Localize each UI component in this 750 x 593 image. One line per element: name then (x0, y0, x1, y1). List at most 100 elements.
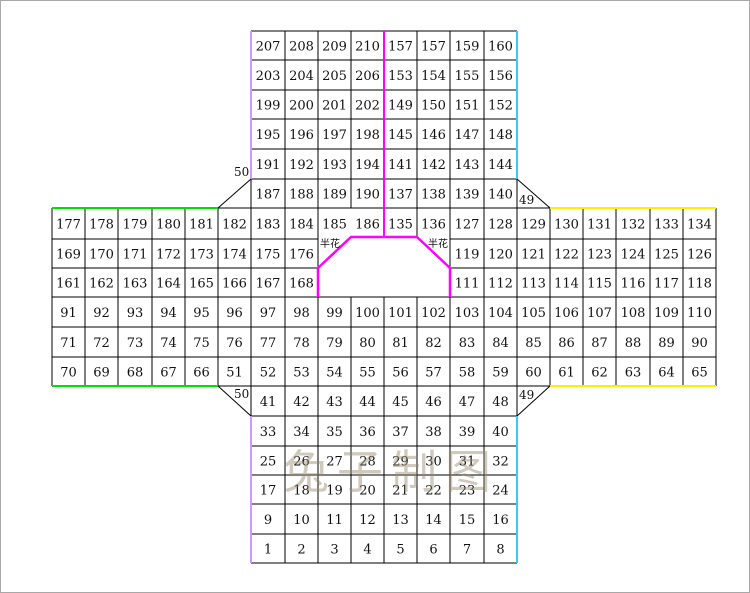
cell-number: 126 (687, 248, 712, 263)
cell-number: 154 (421, 69, 446, 84)
cell-number: 104 (488, 306, 513, 321)
cell-number: 85 (525, 336, 542, 351)
cell-number: 21 (392, 484, 409, 499)
cell-number: 151 (455, 99, 480, 114)
cell-number: 170 (89, 248, 114, 263)
cell-number: 209 (322, 40, 347, 55)
cell-number: 198 (355, 128, 380, 143)
cell-number: 24 (492, 484, 509, 499)
colored-edges (52, 31, 716, 563)
cell-number: 136 (421, 218, 446, 233)
cell-number: 156 (488, 69, 513, 84)
cell-number: 161 (56, 277, 81, 292)
cell-number: 29 (392, 455, 409, 470)
cell-number: 8 (496, 543, 504, 558)
cell-number: 99 (326, 306, 343, 321)
cell-number: 127 (455, 218, 480, 233)
corner-label-bottom-right: 49 (519, 388, 534, 402)
cell-number: 119 (455, 248, 480, 263)
cell-number: 192 (289, 158, 314, 173)
cell-number: 15 (459, 513, 476, 528)
cell-number: 187 (256, 188, 281, 203)
cell-number: 160 (488, 40, 513, 55)
cell-number: 33 (260, 425, 277, 440)
cell-number: 59 (492, 366, 509, 381)
cell-number: 82 (425, 336, 442, 351)
cell-number: 155 (455, 69, 480, 84)
cell-number: 188 (289, 188, 314, 203)
cell-number: 147 (455, 128, 480, 143)
cell-number: 137 (388, 188, 413, 203)
cell-number: 124 (621, 248, 646, 263)
cell-number: 94 (160, 306, 177, 321)
cell-number: 106 (554, 306, 579, 321)
cell-number: 174 (222, 248, 247, 263)
cell-number: 111 (455, 277, 480, 292)
cell-number: 75 (193, 336, 210, 351)
cell-number: 81 (392, 336, 409, 351)
cell-number: 169 (56, 248, 81, 263)
cell-number: 19 (326, 484, 343, 499)
cell-number: 129 (521, 218, 546, 233)
cell-number: 122 (554, 248, 579, 263)
cell-number: 105 (521, 306, 546, 321)
cell-number: 116 (621, 277, 646, 292)
cell-number: 153 (388, 69, 413, 84)
cell-number: 98 (293, 306, 310, 321)
cell-number: 83 (459, 336, 476, 351)
cell-number: 1 (264, 543, 272, 558)
cell-number: 13 (392, 513, 409, 528)
cell-number: 143 (455, 158, 480, 173)
corner-label-bottom-left: 50 (234, 387, 249, 401)
cell-number: 67 (160, 366, 177, 381)
cell-number: 150 (421, 99, 446, 114)
cell-number: 62 (591, 366, 608, 381)
cell-number: 140 (488, 188, 513, 203)
cell-number: 10 (293, 513, 310, 528)
cell-number: 73 (127, 336, 144, 351)
cell-number: 200 (289, 99, 314, 114)
cell-number: 100 (355, 306, 380, 321)
cell-number: 114 (554, 277, 579, 292)
cell-number: 185 (322, 218, 347, 233)
cell-number: 197 (322, 128, 347, 143)
cell-number: 34 (293, 425, 310, 440)
cell-number: 175 (256, 248, 281, 263)
cell-number: 31 (459, 455, 476, 470)
cell-number: 189 (322, 188, 347, 203)
cell-number: 35 (326, 425, 343, 440)
cell-number: 123 (587, 248, 612, 263)
cell-number: 168 (289, 277, 314, 292)
cell-number: 138 (421, 188, 446, 203)
cell-number: 65 (691, 366, 708, 381)
cell-number: 68 (127, 366, 144, 381)
cell-number: 182 (222, 218, 247, 233)
cell-number: 107 (587, 306, 612, 321)
cell-number: 146 (421, 128, 446, 143)
cell-number: 115 (587, 277, 612, 292)
cell-number: 14 (425, 513, 442, 528)
cell-number: 51 (226, 366, 243, 381)
half-flower-note-left: 半花 (320, 237, 340, 250)
cell-number: 74 (160, 336, 177, 351)
cell-number: 141 (388, 158, 413, 173)
cell-number: 103 (455, 306, 480, 321)
cell-number: 204 (289, 69, 314, 84)
cell-number: 16 (492, 513, 509, 528)
corner-cut-top-right (516, 178, 551, 209)
cell-number: 23 (459, 484, 476, 499)
cell-number: 38 (425, 425, 442, 440)
cell-number: 180 (156, 218, 181, 233)
cell-number: 102 (421, 306, 446, 321)
cell-number: 171 (123, 248, 148, 263)
cell-number: 164 (156, 277, 181, 292)
cell-number: 179 (123, 218, 148, 233)
cell-number: 30 (425, 455, 442, 470)
cell-number: 165 (189, 277, 214, 292)
cell-number: 61 (558, 366, 575, 381)
cell-number: 162 (89, 277, 114, 292)
cell-number: 112 (488, 277, 513, 292)
cell-number: 128 (488, 218, 513, 233)
cell-number: 55 (359, 366, 376, 381)
